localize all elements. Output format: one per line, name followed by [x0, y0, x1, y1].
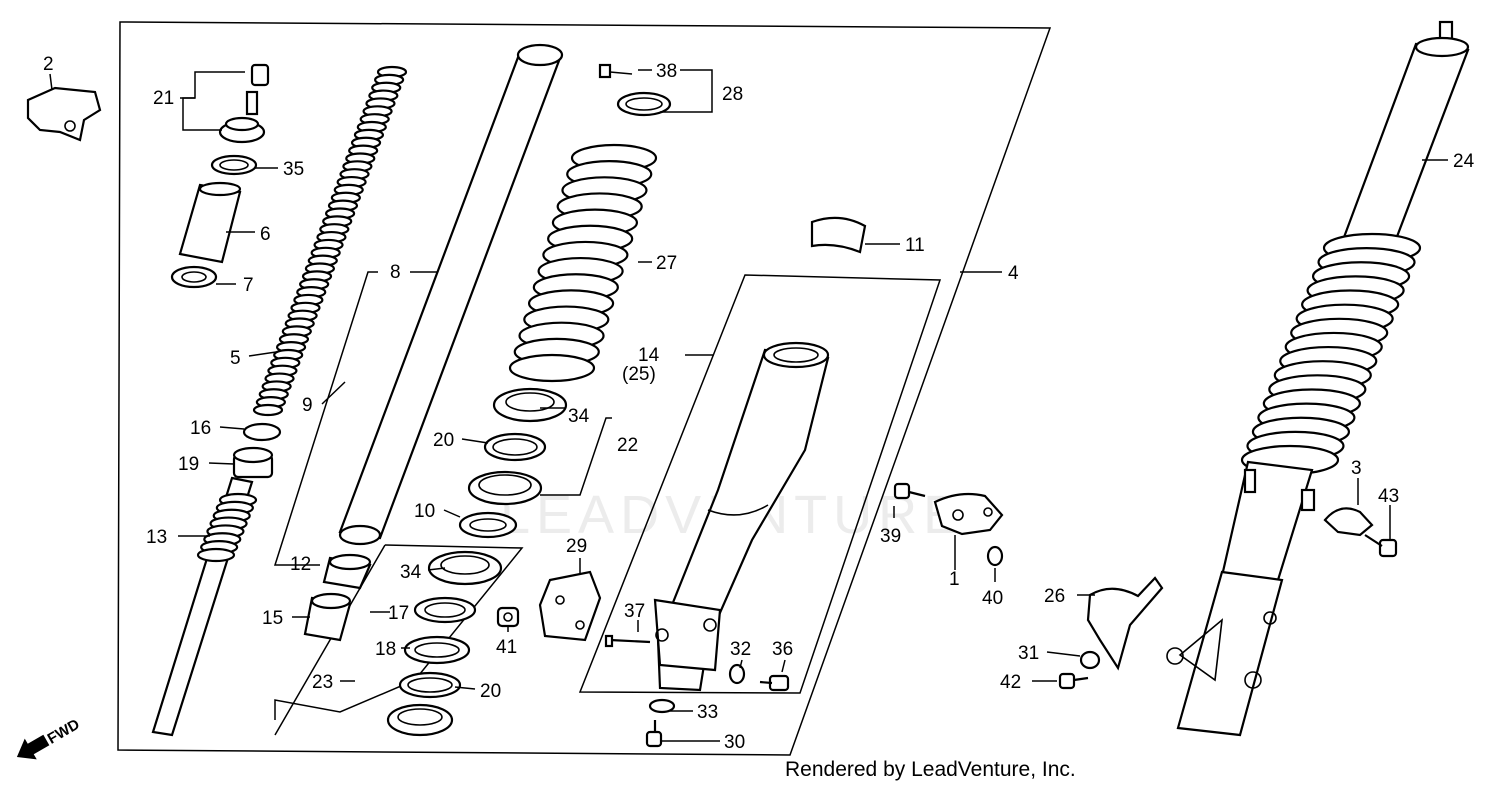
callout-40: 40 [982, 588, 1003, 609]
callout-20-upper: 20 [433, 430, 454, 451]
callout-37: 37 [624, 601, 645, 622]
callout-26: 26 [1044, 586, 1065, 607]
part-39-bolt [893, 482, 926, 500]
callout-28: 28 [722, 84, 743, 105]
seal-subframe-edge [274, 544, 386, 736]
callout-42: 42 [1000, 672, 1021, 693]
part-22-oil-seal [467, 470, 543, 506]
seal-subframe [274, 544, 524, 720]
callout-12: 12 [290, 554, 311, 575]
callout-11: 11 [905, 235, 925, 256]
part-19-stopper [232, 446, 274, 479]
callout-27: 27 [656, 253, 677, 274]
part-30-drain-bolt [645, 720, 663, 748]
callout-29: 29 [566, 536, 587, 557]
callout-34-upper: 34 [568, 406, 590, 427]
part-18-ring [403, 635, 471, 665]
callout-1: 1 [949, 569, 960, 590]
part-20-stopper-ring-lower [398, 671, 462, 699]
part-35-o-ring [210, 154, 258, 176]
callout-20-lower: 20 [480, 681, 501, 702]
part-43-bolt [1364, 534, 1398, 558]
part-6-spacer [178, 181, 242, 264]
callout-9: 9 [302, 395, 313, 416]
callout-5: 5 [230, 348, 241, 369]
callout-18: 18 [375, 639, 396, 660]
callout-19: 19 [178, 454, 199, 475]
part-14-fork-slider [653, 341, 830, 692]
part-11-band [810, 216, 867, 254]
part-32-washer [728, 663, 746, 685]
fork-slider-subframe [578, 274, 942, 694]
part-3-clip [1323, 507, 1374, 537]
part-29-axle-holder [538, 570, 602, 642]
part-31-washer [1079, 650, 1101, 670]
callout-34-lower: 34 [400, 562, 422, 583]
part-7-washer [170, 265, 218, 289]
callout-3: 3 [1351, 458, 1362, 479]
part-24-fork-assembly [1166, 20, 1470, 737]
callout-43: 43 [1378, 486, 1399, 507]
part-26-guard [1086, 576, 1164, 671]
callout-15: 15 [262, 608, 283, 629]
fwd-label: FWD [45, 716, 83, 748]
callout-35: 35 [283, 159, 304, 180]
callout-30: 30 [724, 732, 745, 753]
part-15-bushing [303, 592, 352, 642]
part-12-bushing [322, 553, 372, 590]
callout-33: 33 [697, 702, 718, 723]
part-1-clamp [933, 492, 1004, 536]
assembly-frame [117, 21, 1052, 756]
callout-38: 38 [656, 61, 677, 82]
callout-6: 6 [260, 224, 271, 245]
fwd-arrow-icon: FWD [16, 716, 83, 760]
part-28-band [616, 91, 672, 117]
callout-14: 14 [638, 345, 660, 366]
part-34-dust-seal [492, 387, 568, 423]
callout-25: (25) [622, 364, 656, 385]
part-5-fork-spring [252, 65, 408, 417]
callout-23: 23 [312, 672, 333, 693]
part-2-bracket [26, 86, 102, 142]
part-40-nut [986, 545, 1004, 567]
part-23-oil-seal [386, 703, 454, 737]
part-38-screw [598, 63, 633, 79]
part-10-washer [458, 511, 518, 539]
leader-lines [49, 69, 1448, 742]
callout-21: 21 [153, 88, 174, 109]
part-41-nut [496, 606, 520, 628]
part-16-piston-ring [242, 422, 282, 442]
part-36-bolt [759, 674, 790, 692]
callout-24: 24 [1453, 151, 1475, 172]
callout-22: 22 [617, 435, 638, 456]
callout-4: 4 [1008, 263, 1019, 284]
part-17-ring [413, 596, 477, 624]
credit-text: Rendered by LeadVenture, Inc. [785, 758, 1076, 781]
callout-13: 13 [146, 527, 167, 548]
callout-10: 10 [414, 501, 435, 522]
part-33-washer [648, 698, 676, 714]
callout-41: 41 [496, 637, 517, 658]
part-9-fork-tube [338, 43, 564, 546]
callout-2: 2 [43, 54, 54, 75]
part-37-stud [604, 634, 651, 648]
callout-31: 31 [1018, 643, 1039, 664]
callout-16: 16 [190, 418, 211, 439]
part-21-cap-bolt [218, 63, 270, 144]
callout-36: 36 [772, 639, 793, 660]
callout-7: 7 [243, 275, 254, 296]
part-20-stopper-ring [483, 432, 547, 462]
callout-39: 39 [880, 526, 901, 547]
part-42-bolt [1058, 672, 1089, 690]
callout-8: 8 [390, 262, 401, 283]
part-34-dust-seal-lower [427, 550, 503, 586]
callout-17: 17 [388, 603, 409, 624]
part-13-damper-rod [151, 476, 258, 737]
callout-32: 32 [730, 639, 751, 660]
part-27-fork-boot [508, 143, 658, 383]
